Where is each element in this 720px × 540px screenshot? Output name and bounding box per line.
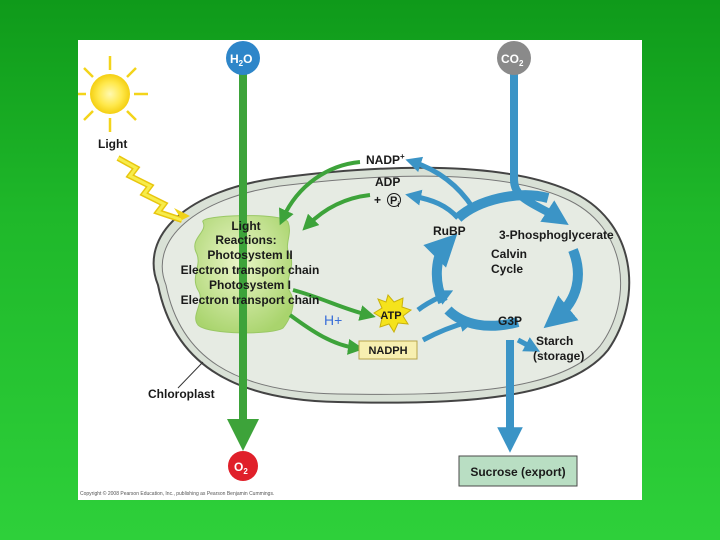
starch-label: Starch (536, 334, 573, 348)
light-reactions-text: Light Reactions: Photosystem II Electron… (181, 219, 320, 307)
light-label: Light (98, 137, 127, 151)
svg-text:ATP: ATP (380, 310, 401, 322)
cycle-arrow-right (543, 248, 583, 329)
photosynthesis-diagram: H2O CO2 O2 Sucrose (export) Light Chloro… (78, 41, 631, 497)
svg-text:Reactions:: Reactions: (215, 233, 276, 247)
svg-text:NADPH: NADPH (368, 345, 407, 357)
rubp-label: RuBP (433, 224, 466, 238)
pi-label: + Pi (374, 193, 401, 209)
copyright-text: Copyright © 2008 Pearson Education, Inc.… (80, 490, 274, 497)
svg-text:Sucrose (export): Sucrose (export) (470, 465, 565, 479)
svg-text:+: + (374, 193, 381, 207)
cycle-arrow-bottom (444, 306, 520, 331)
svg-text:Pi: Pi (390, 195, 399, 209)
svg-text:Photosystem I: Photosystem I (209, 278, 291, 292)
h-plus-label: H+ (324, 312, 342, 328)
light-to-atp-arrow (292, 288, 376, 321)
svg-text:Light: Light (231, 219, 260, 233)
svg-text:O2: O2 (234, 460, 248, 476)
g3p-label: G3P (498, 314, 522, 328)
sun-icon (78, 56, 148, 132)
svg-text:Photosystem II: Photosystem II (207, 248, 292, 262)
cycle-label: Cycle (491, 262, 523, 276)
adp-to-light-arrow (302, 193, 371, 231)
calvin-label: Calvin (491, 247, 527, 261)
cycle-arrow-left (423, 233, 458, 305)
svg-text:H2O: H2O (230, 52, 252, 68)
nadp-label: NADP+ (366, 152, 405, 167)
co2-input: CO2 (497, 41, 531, 75)
light-bolt-icon (116, 155, 183, 223)
oxygen-output: O2 (228, 451, 258, 481)
chloroplast-label: Chloroplast (148, 387, 215, 401)
slide-panel: H2O CO2 O2 Sucrose (export) Light Chloro… (78, 40, 642, 500)
g3p-to-starch-arrow (516, 337, 541, 352)
svg-text:Electron transport chain: Electron transport chain (181, 293, 320, 307)
adp-label: ADP (375, 175, 400, 189)
nadph-box: NADPH (358, 340, 418, 360)
light-to-nadph-arrow (288, 313, 364, 355)
chloroplast-leader-line (177, 361, 204, 389)
starch-storage-label: (storage) (533, 349, 584, 363)
svg-text:Electron transport chain: Electron transport chain (181, 263, 320, 277)
cycle-arrow-top (454, 190, 550, 222)
pga-label: 3-Phosphoglycerate (499, 228, 614, 242)
water-input: H2O (226, 41, 260, 75)
svg-text:CO2: CO2 (501, 52, 524, 68)
atp-star: ATP (373, 293, 413, 334)
nadp-to-light-arrow (279, 160, 361, 226)
sucrose-output: Sucrose (export) (458, 455, 578, 487)
calvin-to-adp-arrow (405, 189, 460, 220)
calvin-to-nadp-arrow (405, 156, 476, 210)
